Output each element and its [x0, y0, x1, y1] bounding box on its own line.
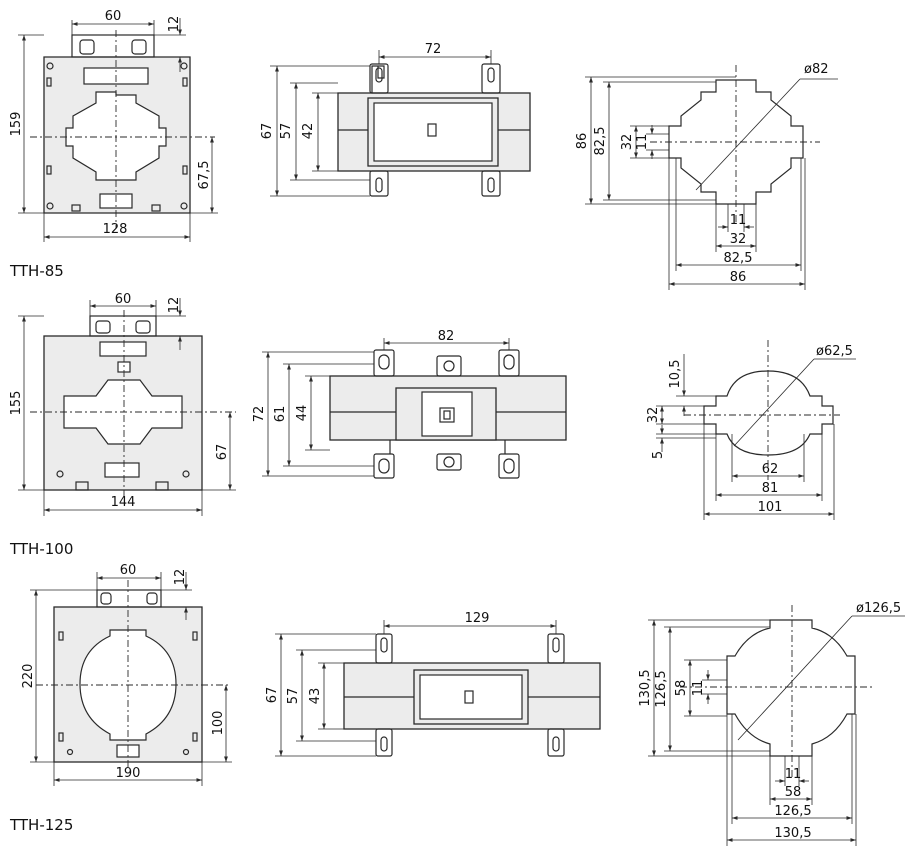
dim-h3: 43 [308, 688, 323, 705]
aperture-view-tth-100: ø62,5 10,5 32 5 62 81 101 [646, 340, 856, 520]
dim-diameter: ø82 [804, 62, 829, 77]
side-view-tth-100: 82 72 61 44 [252, 329, 567, 479]
dim-hz2: 58 [785, 785, 802, 800]
dim-center-height: 100 [211, 711, 226, 736]
dim-v4: 11 [691, 680, 706, 697]
dim-top-gap: 12 [167, 16, 182, 33]
dim-height: 155 [9, 391, 24, 416]
dim-span: 129 [465, 611, 490, 626]
dim-top-width: 60 [115, 292, 132, 307]
aperture-view-tth-85: ø82 86 82,5 32 11 11 32 82,5 [575, 62, 838, 290]
model-label-tth-125: TTH-125 [9, 816, 73, 834]
dim-height: 159 [9, 112, 24, 137]
dim-h1: 72 [252, 406, 267, 423]
dim-v4: 11 [635, 134, 650, 151]
dim-h1: 67 [265, 687, 280, 704]
dim-hz3: 126,5 [774, 804, 811, 819]
dim-span: 82 [438, 329, 455, 344]
dim-v2: 126,5 [654, 670, 669, 707]
dim-v3: 58 [674, 680, 689, 697]
side-view-tth-85: 72 67 57 42 [260, 42, 531, 197]
dim-hz2: 32 [730, 232, 747, 247]
dim-hz1: 62 [762, 462, 779, 477]
front-view-tth-85: 60 12 159 67,5 128 [9, 9, 218, 242]
side-view-tth-125: 129 67 57 43 [265, 611, 601, 757]
dim-diameter: ø62,5 [816, 344, 853, 359]
dim-v1: 10,5 [668, 360, 683, 389]
dim-v1: 86 [575, 133, 590, 150]
dim-top-gap: 12 [167, 297, 182, 314]
dim-h2: 57 [286, 688, 301, 705]
dim-hz1: 11 [730, 213, 747, 228]
model-label-tth-85: TTH-85 [9, 262, 64, 280]
model-label-tth-100: TTH-100 [9, 540, 73, 558]
dim-span: 72 [425, 42, 442, 57]
dim-hz1: 11 [785, 767, 802, 782]
dim-h1: 67 [260, 123, 275, 140]
aperture-view-tth-125: ø126,5 130,5 126,5 58 11 11 58 126,5 [638, 601, 905, 846]
dim-hz4: 86 [730, 270, 747, 285]
dim-diameter: ø126,5 [856, 601, 901, 616]
dim-v3: 5 [651, 451, 666, 459]
dim-h3: 44 [295, 405, 310, 422]
model-tth-125: 60 12 220 100 190 TTH-125 [9, 563, 905, 846]
dim-h2: 61 [273, 406, 288, 423]
dim-top-gap: 12 [173, 569, 188, 586]
dim-h2: 57 [279, 123, 294, 140]
model-tth-85: 60 12 159 67,5 128 TTH-85 [9, 9, 838, 290]
dim-v2: 82,5 [593, 127, 608, 156]
dim-width: 144 [111, 495, 136, 510]
front-view-tth-100: 60 12 155 67 144 [9, 292, 236, 516]
dim-v2: 32 [646, 407, 661, 424]
dim-v1: 130,5 [638, 669, 653, 706]
front-view-tth-125: 60 12 220 100 190 [21, 563, 232, 786]
dim-width: 190 [116, 766, 141, 781]
dim-hz2: 81 [762, 481, 779, 496]
dim-v3: 32 [620, 134, 635, 151]
model-tth-100: 60 12 155 67 144 TTH-100 [9, 292, 856, 558]
dim-center-height: 67 [215, 444, 230, 461]
dim-top-width: 60 [120, 563, 137, 578]
dim-center-height: 67,5 [197, 161, 212, 190]
dim-hz3: 82,5 [724, 251, 753, 266]
dim-height: 220 [21, 664, 36, 689]
dim-top-width: 60 [105, 9, 122, 24]
dim-hz3: 101 [758, 500, 783, 515]
dim-width: 128 [103, 222, 128, 237]
dim-h3: 42 [301, 123, 316, 140]
dim-hz4: 130,5 [774, 826, 811, 841]
